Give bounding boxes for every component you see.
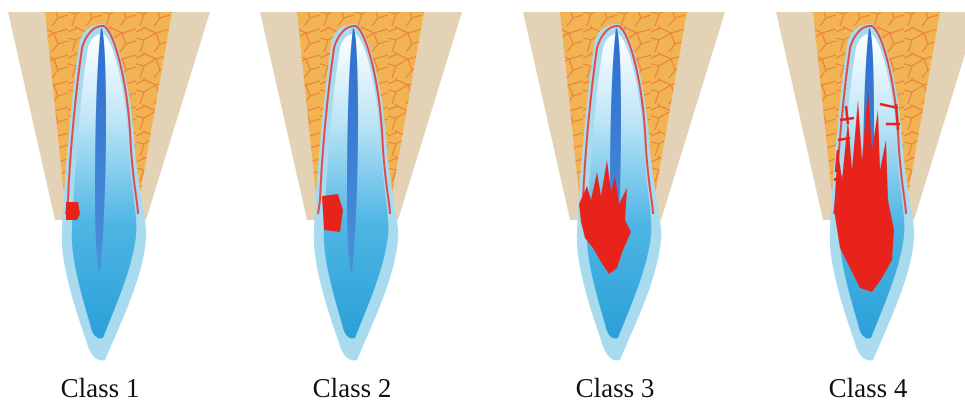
- resorption-lesion: [66, 202, 80, 220]
- panel-class-2: [260, 12, 462, 360]
- caption-class-4: Class 4: [768, 372, 965, 404]
- caption-class-1: Class 1: [0, 372, 200, 404]
- panel-class-4: [776, 12, 965, 360]
- panel-class-3: [523, 12, 725, 360]
- caption-class-3: Class 3: [515, 372, 715, 404]
- caption-class-2: Class 2: [252, 372, 452, 404]
- panel-class-1: [8, 12, 210, 360]
